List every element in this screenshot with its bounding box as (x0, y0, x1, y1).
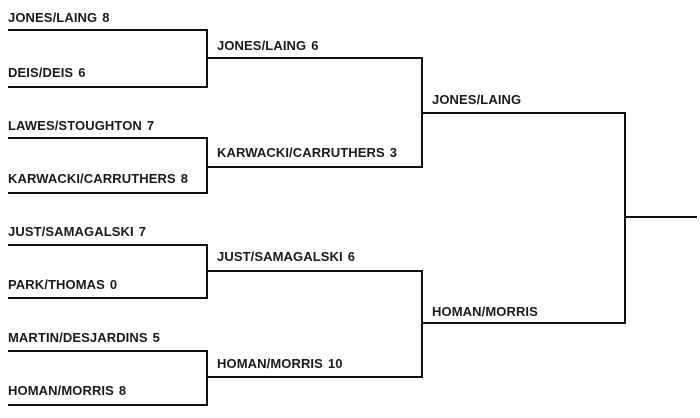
team-name: KARWACKI/CARRUTHERS (8, 171, 176, 186)
team-name: MARTIN/DESJARDINS (8, 330, 148, 345)
r1-team-8: HOMAN/MORRIS 8 (8, 383, 126, 399)
team-score: 8 (102, 10, 110, 25)
team-score: 8 (180, 171, 189, 186)
team-name: JUST/SAMAGALSKI (217, 249, 343, 264)
r1-team-7: MARTIN/DESJARDINS 5 (8, 330, 160, 346)
team-name: LAWES/STOUGHTON (8, 118, 142, 133)
r2-team-1: JONES/LAING 6 (217, 38, 319, 54)
team-score: 6 (78, 65, 86, 80)
team-score: 8 (118, 383, 127, 398)
team-name: HOMAN/MORRIS (8, 383, 114, 398)
team-name: KARWACKI/CARRUTHERS (217, 145, 385, 160)
r1-team-3: LAWES/STOUGHTON 7 (8, 118, 154, 134)
r1-connector-2 (8, 137, 208, 194)
r1-team-5: JUST/SAMAGALSKI 7 (8, 224, 146, 240)
r2-team-3: JUST/SAMAGALSKI 6 (217, 249, 355, 265)
team-score: 6 (347, 249, 356, 264)
r2-team-2: KARWACKI/CARRUTHERS 3 (217, 145, 397, 161)
team-score: 0 (109, 277, 118, 292)
team-name: JONES/LAING (8, 10, 98, 25)
team-score: 5 (152, 330, 160, 345)
r1-team-1: JONES/LAING 8 (8, 10, 110, 26)
r3-connector (422, 112, 626, 324)
team-name: JONES/LAING (432, 92, 522, 107)
team-name: PARK/THOMAS (8, 277, 105, 292)
team-score: 10 (327, 356, 343, 371)
r2-team-4: HOMAN/MORRIS 10 (217, 356, 343, 372)
team-score: 7 (138, 224, 147, 239)
team-score: 6 (311, 38, 319, 53)
team-name: JONES/LAING (217, 38, 307, 53)
team-score: 3 (389, 145, 398, 160)
team-name: HOMAN/MORRIS (217, 356, 323, 371)
r1-team-2: DEIS/DEIS 6 (8, 65, 86, 81)
team-name: JUST/SAMAGALSKI (8, 224, 134, 239)
team-name: DEIS/DEIS (8, 65, 74, 80)
team-score: 7 (146, 118, 155, 133)
team-name: HOMAN/MORRIS (432, 304, 538, 319)
r1-team-6: PARK/THOMAS 0 (8, 277, 117, 293)
r3-team-1: JONES/LAING (432, 92, 521, 108)
r1-team-4: KARWACKI/CARRUTHERS 8 (8, 171, 188, 187)
r3-team-2: HOMAN/MORRIS (432, 304, 538, 320)
